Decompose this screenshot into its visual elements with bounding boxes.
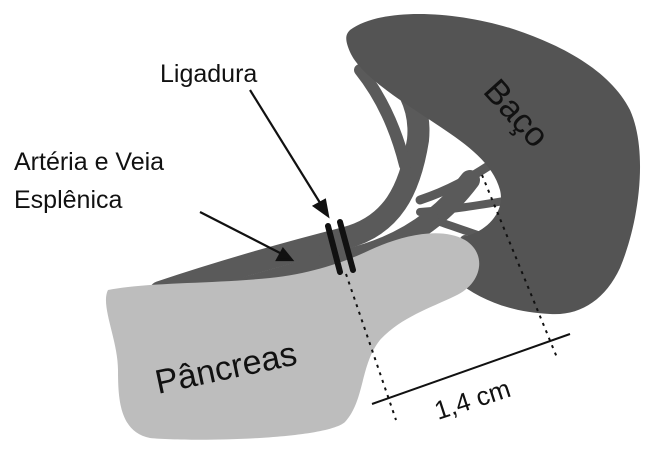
ligadura-arrowhead <box>314 200 328 216</box>
ligadura-arrow-line <box>250 90 322 206</box>
vessels-label-line2: Esplênica <box>14 186 122 214</box>
vessel-arrow-line <box>200 212 282 254</box>
pointer-arrows <box>200 90 328 260</box>
ligadura-label: Ligadura <box>160 60 257 88</box>
measurement-label: 1,4 cm <box>431 373 514 426</box>
vessels-label-line1: Artéria e Veia <box>14 148 164 176</box>
